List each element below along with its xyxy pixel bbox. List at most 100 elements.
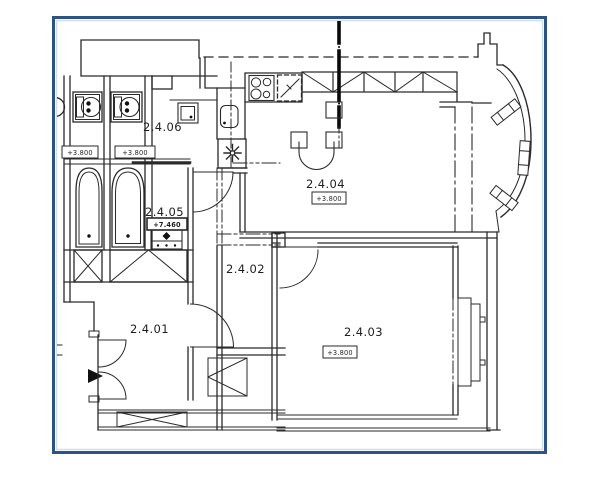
- door-leaf-arc: [98, 339, 127, 368]
- window-mullions: [517, 150, 531, 166]
- stove-icon: [248, 74, 275, 102]
- bathtub-icon: [111, 167, 145, 248]
- door-leaf-arc: [189, 303, 235, 348]
- door-jamb: [88, 330, 100, 338]
- room-label: 2.4.06: [143, 120, 182, 134]
- room-label: 2.4.03: [344, 325, 383, 339]
- wall-stove-row: [244, 72, 303, 103]
- room-label: 2.4.01: [130, 322, 169, 336]
- wc-cell-2: [110, 91, 143, 123]
- section-line-icon: [337, 21, 341, 149]
- toilet-dot: [86, 108, 91, 113]
- wall-2403-bottom: [276, 414, 491, 432]
- sink-icon: [219, 104, 239, 129]
- wall-topright-step: [477, 32, 504, 66]
- shaft-cross-icon: [207, 357, 248, 397]
- washer-door: [180, 106, 195, 121]
- truss-chords: [301, 71, 458, 93]
- riser-box: [325, 101, 343, 119]
- plan-contents: +3.800 +3.800 2.4.05: [57, 21, 532, 432]
- wall-2404-bottom: [239, 231, 498, 239]
- tub-inner: [115, 171, 141, 244]
- elevation-marker-2404: +3.800: [311, 191, 347, 205]
- wall-mid-left: [187, 167, 194, 401]
- window-tick: [479, 316, 486, 323]
- wall-mid-right: [216, 245, 223, 431]
- shaft-diagonals: [109, 249, 188, 283]
- room-label: 2.4.02: [226, 262, 265, 276]
- toilet-dot: [124, 108, 130, 113]
- elevation-box: [322, 345, 358, 359]
- appliance-dot: [173, 244, 177, 247]
- shaft-diagonals: [207, 357, 248, 397]
- burner: [250, 77, 262, 88]
- wall-2403-top: [271, 242, 458, 248]
- stove-icon: [150, 229, 183, 250]
- bay-window-segment: [490, 98, 522, 126]
- shaft-diagonals: [73, 249, 103, 283]
- dimension-ticks: [57, 344, 63, 356]
- wall-left-column: [63, 75, 153, 303]
- door-leaf-arc: [192, 171, 234, 213]
- star-center: [229, 150, 236, 156]
- bathtub-icon: [75, 167, 103, 248]
- shaft-box: [73, 249, 103, 283]
- frame-inner-border: [55, 19, 544, 451]
- wc-box-inner: [75, 94, 100, 120]
- toilet-tank: [76, 96, 84, 118]
- frame-border: [52, 16, 547, 454]
- elevation-value: +3.800: [316, 195, 342, 203]
- door-swing-icon: [189, 303, 235, 348]
- washing-machine-icon: [177, 102, 199, 124]
- room-label: 2.4.04: [306, 177, 345, 191]
- wall-2402-right: [271, 232, 278, 421]
- room-label: 2.4.05: [145, 205, 184, 219]
- window-tick: [479, 359, 486, 366]
- wall-2402-bottom: [216, 347, 286, 356]
- sink-drain: [223, 121, 226, 125]
- elevation-value: +3.800: [327, 349, 353, 357]
- wall-2404-left: [239, 172, 246, 233]
- wc-box: [110, 91, 143, 123]
- appliance-diamond: [162, 232, 171, 240]
- wall-2404-right-openings: [454, 106, 473, 233]
- wall-mid-right-open: [216, 167, 223, 247]
- sink-basin: [219, 104, 239, 129]
- window-mullions: [495, 189, 513, 207]
- bay-window-segment: [517, 140, 531, 176]
- window-mullions: [496, 103, 516, 121]
- wall-exterior-right: [486, 231, 501, 431]
- appliance-dot: [165, 244, 168, 247]
- window-sash: [470, 303, 481, 382]
- boiler-star-icon: [217, 138, 247, 169]
- shaft-cross-icon: [116, 411, 188, 428]
- toilet-dot: [86, 101, 91, 106]
- stove-box: [248, 74, 275, 102]
- burner: [262, 90, 271, 99]
- elevation-value: +7.460: [153, 221, 181, 229]
- toilet-icon: [80, 96, 102, 118]
- burner: [250, 88, 262, 100]
- elevation-marker-2403: +3.800: [322, 345, 358, 359]
- burner: [262, 77, 272, 87]
- tub-inner: [78, 171, 100, 245]
- shaft-cross-icon: [109, 249, 188, 283]
- bay-window-icon: [486, 64, 532, 233]
- washer-dot: [189, 115, 193, 119]
- elevation-box: [61, 145, 99, 159]
- beam-over-opening: [216, 233, 281, 246]
- wc-box: [72, 91, 103, 123]
- truss-wall-icon: [301, 71, 458, 93]
- section-dot: [338, 102, 340, 105]
- toilet-icon: [119, 96, 140, 118]
- toilet-tank: [114, 96, 122, 118]
- elevation-box: [311, 191, 347, 205]
- wall-bay-top: [439, 91, 492, 108]
- wall-beam-lines: [63, 158, 191, 165]
- wc-cell-partial: [57, 97, 66, 117]
- shaft-cross-icon: [73, 249, 103, 283]
- wall-2403-right: [452, 245, 459, 416]
- elevation-box: [114, 145, 156, 159]
- wall-entry-recess: [63, 301, 95, 332]
- fridge-diagonal: [280, 78, 300, 98]
